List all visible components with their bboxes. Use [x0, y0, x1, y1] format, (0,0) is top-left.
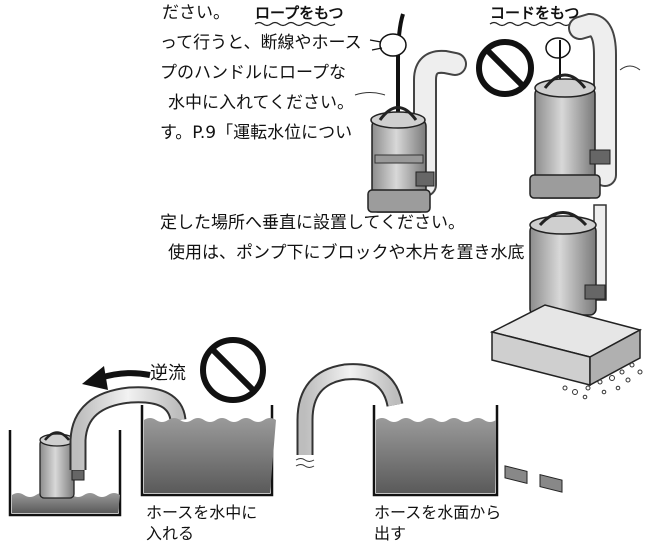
tank-pump	[8, 386, 187, 517]
body-line-6: 定した場所へ垂直に設置してください。	[160, 213, 465, 233]
label-hold-cord: コードをもつ	[490, 4, 580, 22]
body-line-4: 水中に入れてください。	[168, 93, 354, 113]
label-backflow: 逆流	[150, 363, 186, 384]
caption-hose-in-water: ホースを水中に 入れる	[146, 502, 257, 544]
hose-out-of-surface	[295, 363, 404, 468]
tank-hose-in-water	[140, 405, 276, 497]
body-line-5: す。P.9「運転水位につい	[160, 123, 353, 143]
caption-hose-from-surface: ホースを水面から 出す	[374, 502, 501, 544]
label-hold-rope: ロープをもつ	[255, 4, 344, 22]
caption-line: 出す	[374, 524, 407, 543]
caption-line: ホースを水中に	[146, 503, 258, 522]
tank-hose-from-surface	[372, 405, 499, 497]
body-line-1: ださい。	[162, 3, 230, 23]
body-line-7: 使用は、ポンプ下にブロックや木片を置き水底	[168, 243, 525, 263]
prohibited-icon	[200, 337, 266, 403]
body-line-2: って行うと、断線やホース	[160, 33, 362, 53]
pump-with-rope	[354, 13, 467, 213]
caption-line: 入れる	[146, 524, 195, 543]
prohibited-icon	[476, 39, 534, 97]
pump-on-block	[489, 204, 643, 493]
pump-with-cord	[529, 12, 641, 199]
wavy-underline	[489, 21, 579, 27]
backflow-arrow	[82, 366, 151, 390]
wavy-underline	[254, 21, 336, 27]
caption-line: ホースを水面から	[374, 503, 502, 522]
body-line-3: プのハンドルにロープな	[160, 63, 346, 83]
